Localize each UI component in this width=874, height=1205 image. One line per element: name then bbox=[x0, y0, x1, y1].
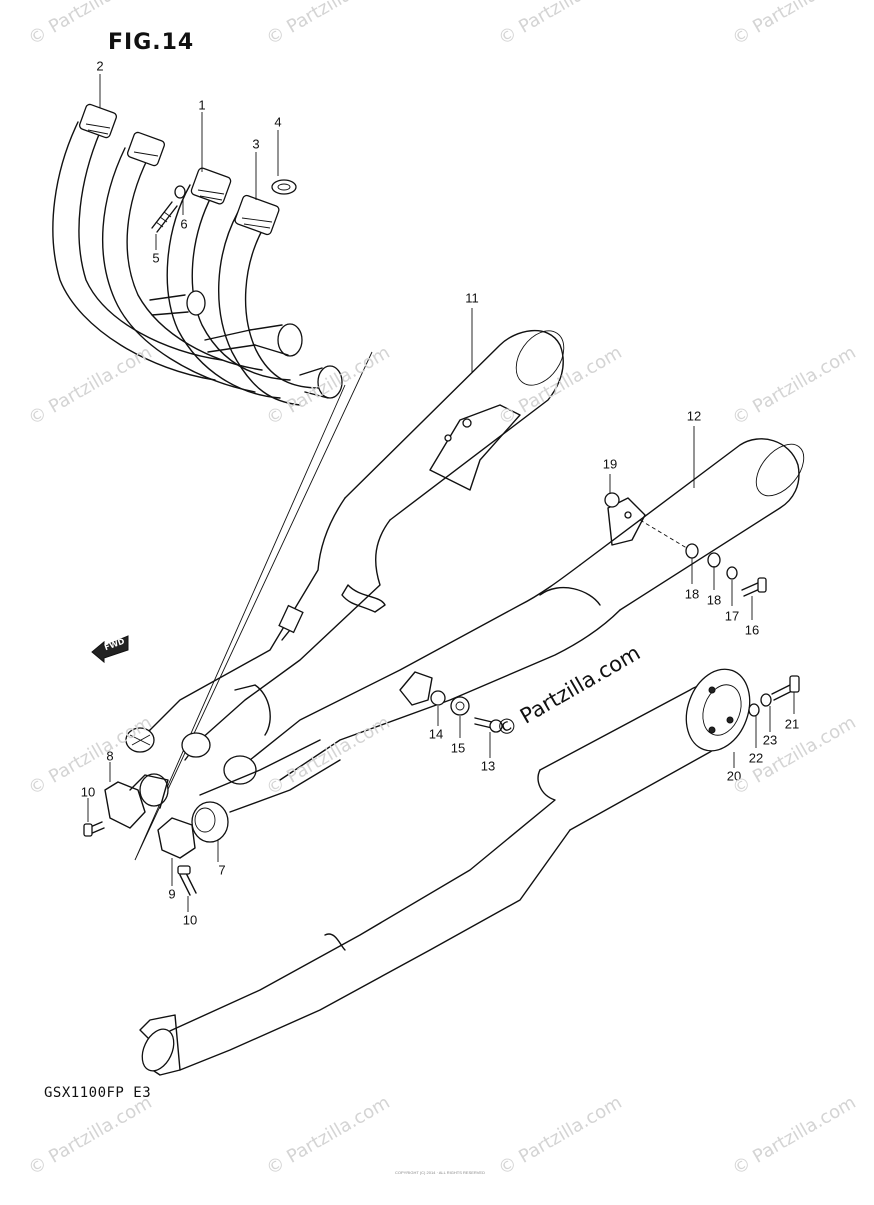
callout-2: 2 bbox=[96, 58, 104, 74]
callout-13: 13 bbox=[480, 758, 496, 774]
model-label: GSX1100FP E3 bbox=[44, 1085, 152, 1101]
callout-18-b: 18 bbox=[706, 592, 722, 608]
callout-6: 6 bbox=[180, 216, 188, 232]
callout-10-b: 10 bbox=[182, 912, 198, 928]
exhaust-header-pipes bbox=[52, 103, 343, 406]
callout-1: 1 bbox=[198, 97, 206, 113]
pipe-clamps bbox=[83, 727, 341, 896]
callout-15: 15 bbox=[450, 740, 466, 756]
section-outline bbox=[134, 351, 373, 861]
callout-20: 20 bbox=[726, 768, 742, 784]
callout-21: 21 bbox=[784, 716, 800, 732]
callout-10-a: 10 bbox=[80, 784, 96, 800]
fwd-arrow-icon bbox=[91, 635, 129, 664]
muffler-left-rear bbox=[134, 330, 565, 761]
callout-5: 5 bbox=[152, 250, 160, 266]
callout-22: 22 bbox=[748, 750, 764, 766]
callout-18-a: 18 bbox=[684, 586, 700, 602]
callout-11: 11 bbox=[465, 290, 479, 306]
figure-title: FIG.14 bbox=[108, 30, 195, 55]
muffler-lower-long bbox=[139, 668, 800, 1076]
callout-8: 8 bbox=[106, 748, 114, 764]
muffler-right-rear bbox=[249, 438, 805, 781]
callout-3: 3 bbox=[252, 136, 260, 152]
copyright-footer: COPYRIGHT (C) 2014 · ALL RIGHTS RESERVED bbox=[395, 1170, 485, 1175]
callout-7: 7 bbox=[218, 862, 226, 878]
callout-4: 4 bbox=[274, 114, 282, 130]
callout-9: 9 bbox=[168, 886, 176, 902]
callout-14: 14 bbox=[428, 726, 444, 742]
callout-19: 19 bbox=[602, 456, 618, 472]
callout-23: 23 bbox=[762, 732, 778, 748]
callout-17: 17 bbox=[724, 608, 740, 624]
callout-12: 12 bbox=[686, 408, 702, 424]
callout-16: 16 bbox=[744, 622, 760, 638]
header-leader-lines bbox=[99, 74, 279, 250]
body-leader-lines bbox=[87, 308, 795, 912]
